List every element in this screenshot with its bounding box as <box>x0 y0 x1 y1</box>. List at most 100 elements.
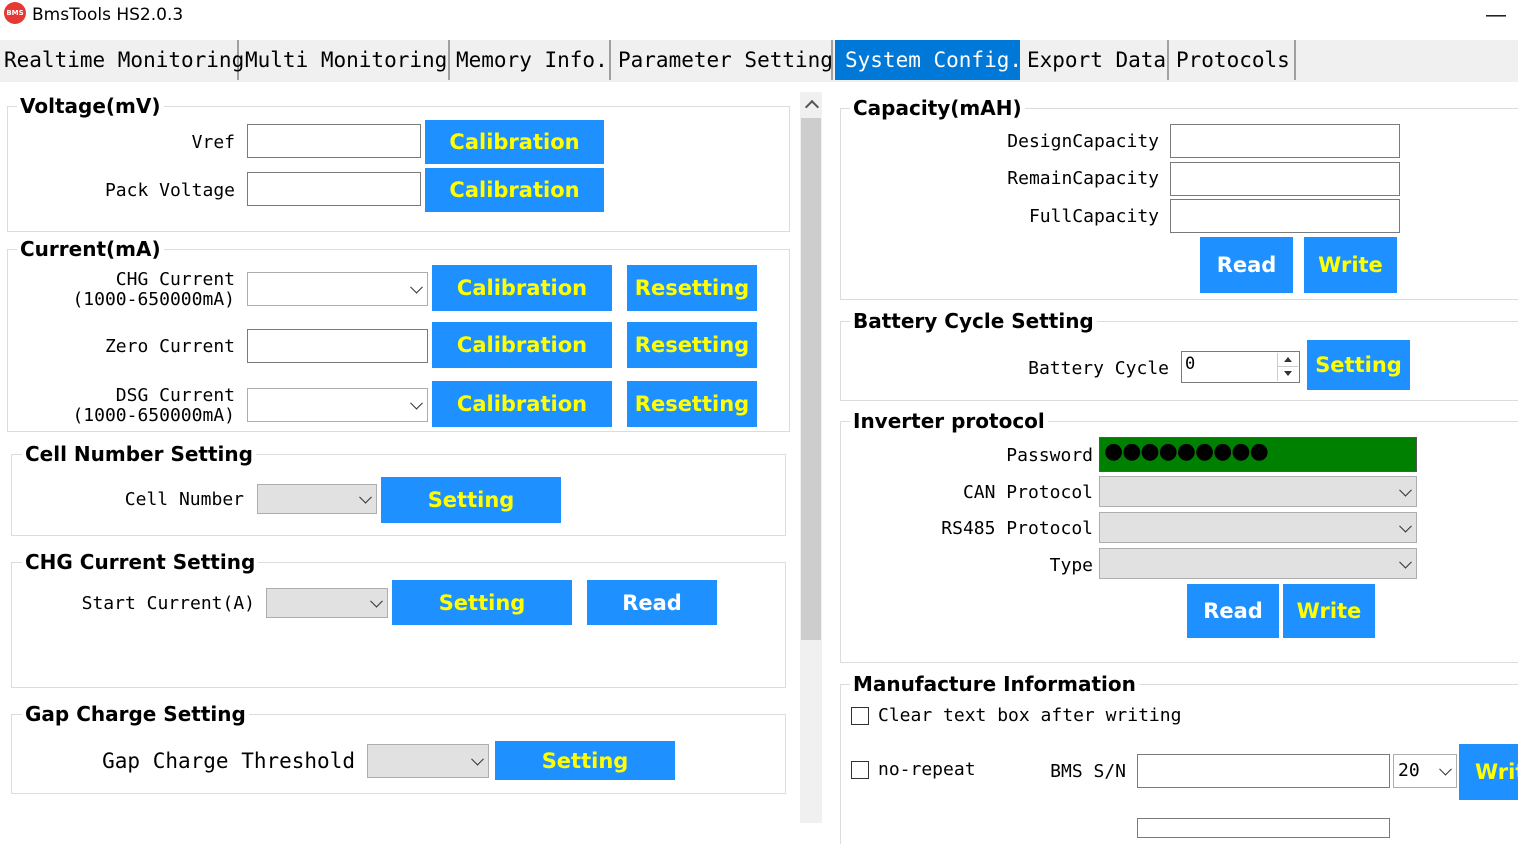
chevron-down-icon <box>471 752 484 766</box>
chg-current-setting-group <box>11 562 786 688</box>
capacity-read-button[interactable]: Read <box>1200 237 1293 293</box>
current-group <box>7 249 790 432</box>
design-capacity-input[interactable] <box>1170 124 1400 158</box>
pack-voltage-input[interactable] <box>247 172 421 206</box>
rs485-protocol-label: RS485 Protocol <box>941 518 1093 539</box>
full-capacity-input[interactable] <box>1170 199 1400 233</box>
remain-capacity-label: RemainCapacity <box>1007 168 1159 189</box>
zero-current-label: Zero Current <box>104 336 235 357</box>
password-input[interactable]: ●●●●●●●●● <box>1099 437 1417 472</box>
chg-current-read-button[interactable]: Read <box>587 580 717 625</box>
chevron-down-icon <box>370 594 383 608</box>
start-current-label: Start Current(A) <box>81 593 255 614</box>
gap-charge-threshold-select[interactable] <box>367 744 489 778</box>
tab-export-data[interactable]: Export Data <box>1023 40 1169 80</box>
spin-buttons[interactable] <box>1277 353 1298 381</box>
chevron-down-icon <box>1399 555 1412 569</box>
start-current-select[interactable] <box>266 588 388 618</box>
tab-realtime-monitoring[interactable]: Realtime Monitoring <box>0 40 244 80</box>
dsg-current-select[interactable] <box>247 388 428 422</box>
voltage-group-title: Voltage(mV) <box>17 94 164 118</box>
remain-capacity-input[interactable] <box>1170 162 1400 196</box>
can-protocol-select[interactable] <box>1099 476 1417 507</box>
can-protocol-label: CAN Protocol <box>962 482 1093 503</box>
dsg-resetting-button[interactable]: Resetting <box>627 381 757 427</box>
battery-cycle-group <box>840 321 1518 401</box>
chg-current-range-label: (1000-650000mA) <box>72 289 235 310</box>
clear-text-label: Clear text box after writing <box>878 705 1182 726</box>
battery-cycle-group-title: Battery Cycle Setting <box>850 309 1097 333</box>
tab-multi-monitoring[interactable]: Multi Monitoring <box>241 40 450 80</box>
inverter-read-button[interactable]: Read <box>1187 584 1279 638</box>
window-title: BmsTools HS2.0.3 <box>32 5 184 25</box>
pack-voltage-calibration-button[interactable]: Calibration <box>425 168 604 212</box>
chg-current-setting-button[interactable]: Setting <box>392 580 572 625</box>
manufacture-group-title: Manufacture Information <box>850 672 1139 696</box>
gap-charge-threshold-label: Gap Charge Threshold <box>102 749 355 773</box>
rs485-protocol-select[interactable] <box>1099 512 1417 543</box>
inverter-write-button[interactable]: Write <box>1283 584 1375 638</box>
chg-current-select[interactable] <box>247 272 428 306</box>
vref-input[interactable] <box>247 124 421 158</box>
chg-resetting-button[interactable]: Resetting <box>627 265 757 311</box>
zero-current-input[interactable] <box>247 329 428 363</box>
vref-label: Vref <box>191 132 235 153</box>
cell-number-select[interactable] <box>257 484 377 514</box>
chevron-down-icon <box>1399 483 1412 497</box>
chg-current-label: CHG Current <box>115 269 235 290</box>
zero-calibration-button[interactable]: Calibration <box>432 322 612 368</box>
minimize-button[interactable]: — <box>1486 3 1506 26</box>
cell-number-setting-button[interactable]: Setting <box>381 477 561 523</box>
clear-text-checkbox[interactable] <box>851 707 869 725</box>
current-group-title: Current(mA) <box>17 237 164 261</box>
design-capacity-label: DesignCapacity <box>1007 131 1159 152</box>
chevron-down-icon <box>359 490 372 504</box>
tab-parameter-setting[interactable]: Parameter Setting <box>614 40 833 80</box>
title-bar <box>0 0 1518 36</box>
bms-sn-input[interactable] <box>1137 754 1390 788</box>
cell-number-group-title: Cell Number Setting <box>22 442 256 466</box>
no-repeat-checkbox[interactable] <box>851 761 869 779</box>
type-select[interactable] <box>1099 548 1417 579</box>
dsg-calibration-button[interactable]: Calibration <box>432 381 612 427</box>
second-input[interactable] <box>1137 818 1390 838</box>
gap-charge-group <box>11 714 786 794</box>
chevron-up-icon <box>804 99 820 115</box>
vref-calibration-button[interactable]: Calibration <box>425 120 604 164</box>
pack-voltage-label: Pack Voltage <box>104 180 235 201</box>
type-label: Type <box>1049 555 1093 576</box>
capacity-group-title: Capacity(mAH) <box>850 96 1025 120</box>
voltage-group <box>7 106 790 232</box>
tab-memory-info[interactable]: Memory Info. <box>452 40 611 80</box>
chg-calibration-button[interactable]: Calibration <box>432 265 612 311</box>
scrollbar-thumb[interactable] <box>801 118 821 640</box>
bms-sn-label: BMS S/N <box>1050 761 1126 782</box>
gap-charge-setting-button[interactable]: Setting <box>495 741 675 780</box>
dsg-current-label: DSG Current <box>115 385 235 406</box>
spin-up-icon[interactable] <box>1278 353 1298 367</box>
inverter-protocol-group-title: Inverter protocol <box>850 409 1048 433</box>
password-value: ●●●●●●●●● <box>1104 439 1269 464</box>
capacity-write-button[interactable]: Write <box>1304 237 1397 293</box>
zero-resetting-button[interactable]: Resetting <box>627 322 757 368</box>
cell-number-label: Cell Number <box>124 489 244 510</box>
tab-bar: Realtime Monitoring Multi Monitoring Mem… <box>0 40 1518 82</box>
scroll-up-button[interactable] <box>800 92 822 118</box>
password-label: Password <box>1006 445 1093 466</box>
battery-cycle-setting-button[interactable]: Setting <box>1307 340 1410 390</box>
dsg-current-range-label: (1000-650000mA) <box>72 405 235 426</box>
spin-down-icon[interactable] <box>1278 367 1298 381</box>
inverter-protocol-group <box>840 421 1518 663</box>
manufacture-write-button[interactable]: Writ <box>1459 744 1518 800</box>
manufacture-group <box>840 684 1518 844</box>
battery-cycle-spinbox[interactable]: 0 <box>1181 351 1300 383</box>
gap-charge-group-title: Gap Charge Setting <box>22 702 249 726</box>
chevron-down-icon <box>1439 762 1452 776</box>
chevron-down-icon <box>1399 519 1412 533</box>
tab-protocols[interactable]: Protocols <box>1172 40 1296 80</box>
tab-system-config[interactable]: System Config. <box>835 40 1022 80</box>
capacity-group <box>840 108 1518 300</box>
app-logo-icon: BMS <box>4 2 26 24</box>
sn-length-select[interactable]: 20 <box>1393 754 1457 788</box>
sn-length-value: 20 <box>1398 760 1420 781</box>
